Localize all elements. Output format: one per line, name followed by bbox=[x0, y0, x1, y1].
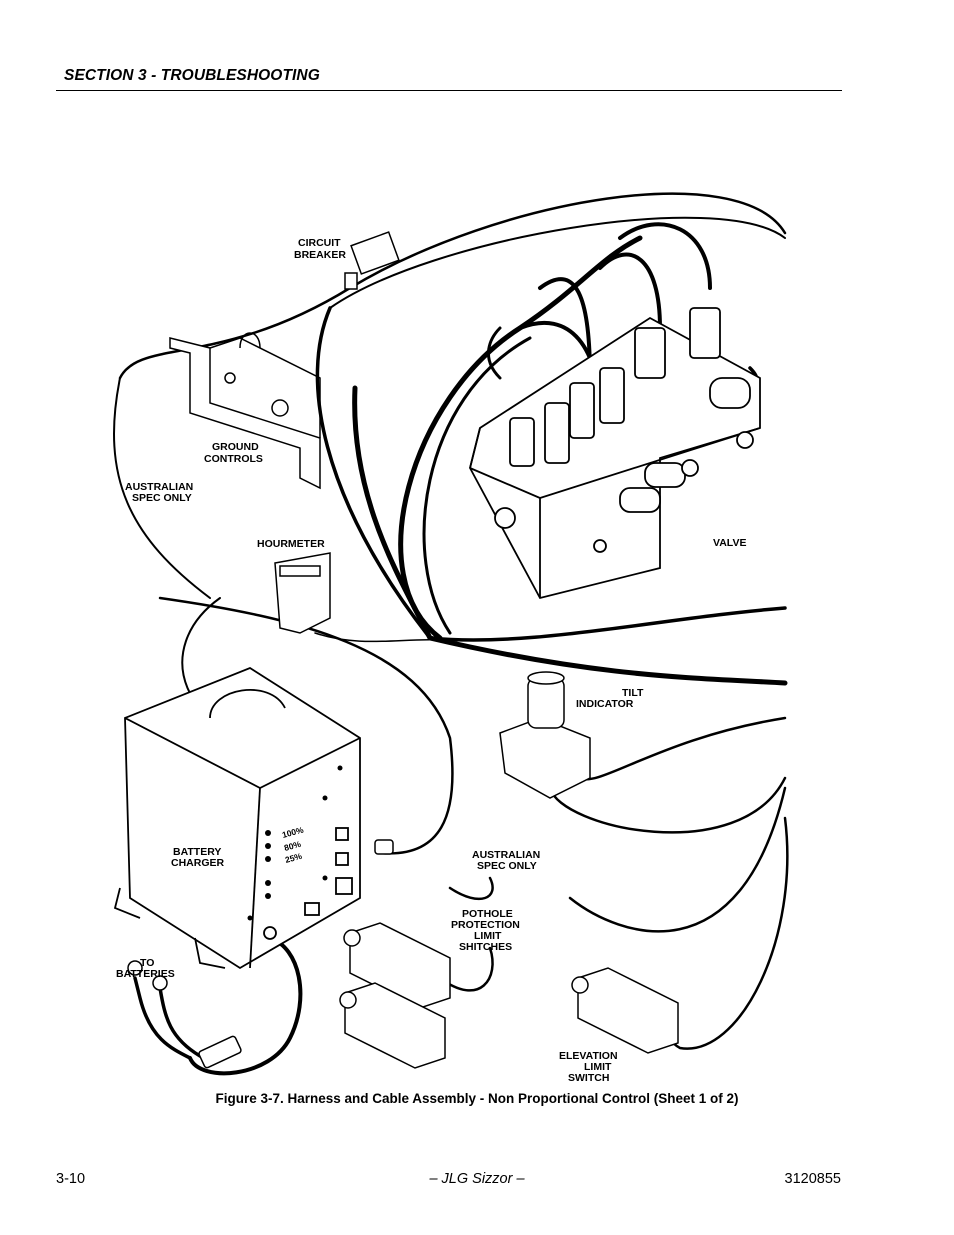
page-number: 3-10 bbox=[56, 1171, 86, 1187]
label-charge-25: 25% bbox=[284, 851, 303, 865]
label-ground-controls-1: GROUND bbox=[212, 441, 259, 453]
label-pothole-3: LIMIT bbox=[474, 930, 502, 942]
label-elevation-3: SWITCH bbox=[568, 1072, 609, 1084]
label-elevation-2: LIMIT bbox=[584, 1061, 612, 1073]
label-pothole-2: PROTECTION bbox=[451, 919, 520, 931]
label-tilt-indicator-2: INDICATOR bbox=[576, 698, 634, 710]
harness-illustration: CIRCUIT BREAKER GROUND CONTROLS AUSTRALI… bbox=[113, 192, 789, 1084]
label-australian-bottom-1: AUSTRALIAN bbox=[472, 849, 540, 861]
label-tilt-indicator-1: TILT bbox=[622, 687, 644, 699]
label-elevation-1: ELEVATION bbox=[559, 1050, 618, 1062]
section-title: SECTION 3 - TROUBLESHOOTING bbox=[64, 67, 320, 84]
page-header: SECTION 3 - TROUBLESHOOTING bbox=[56, 64, 842, 91]
label-pothole-4: SHITCHES bbox=[459, 941, 512, 953]
document-number: 3120855 bbox=[784, 1171, 841, 1187]
label-circuit-breaker-2: BREAKER bbox=[294, 249, 346, 261]
label-australian-top-1: AUSTRALIAN bbox=[125, 481, 193, 493]
label-valve: VALVE bbox=[713, 537, 746, 549]
label-australian-bottom-2: SPEC ONLY bbox=[477, 860, 537, 872]
label-circuit-breaker-1: CIRCUIT bbox=[298, 237, 341, 249]
label-hourmeter: HOURMETER bbox=[257, 538, 325, 550]
footer-title: – JLG Sizzor – bbox=[429, 1171, 525, 1187]
label-charge-80: 80% bbox=[283, 839, 302, 853]
label-australian-top-2: SPEC ONLY bbox=[132, 492, 192, 504]
label-to-batteries-2: BATTERIES bbox=[116, 968, 175, 980]
label-battery-charger-1: BATTERY bbox=[173, 846, 221, 858]
label-to-batteries-1: TO bbox=[140, 957, 154, 969]
label-pothole-1: POTHOLE bbox=[462, 908, 513, 920]
figure-caption: Figure 3-7. Harness and Cable Assembly -… bbox=[215, 1091, 739, 1106]
label-ground-controls-2: CONTROLS bbox=[204, 453, 263, 465]
label-battery-charger-2: CHARGER bbox=[171, 857, 225, 869]
